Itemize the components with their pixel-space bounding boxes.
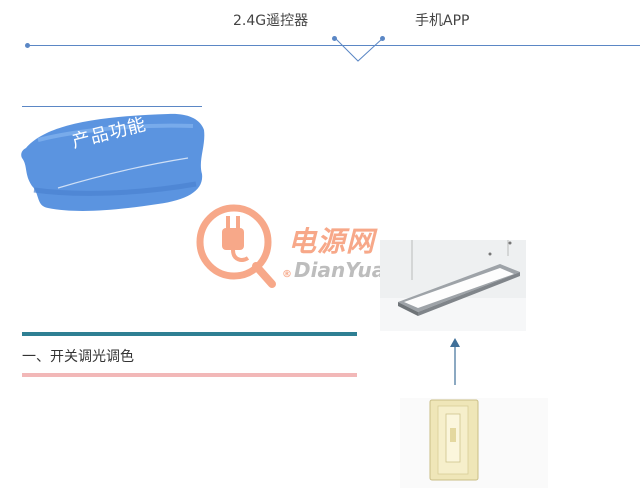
arrow-up-icon [450,338,460,385]
timeline-line [28,45,640,46]
timeline-dot-start [25,43,30,48]
timeline-label-remote: 2.4G遥控器 [233,13,309,29]
plug-logo-icon [196,204,276,288]
section-top-bar [22,332,357,336]
timeline-dot-remote [332,36,337,41]
dimmer-switch-image [400,398,548,488]
ceiling-panel-light-icon [380,240,526,331]
timeline-pointer-icon [334,37,384,62]
dimmer-switch-icon [429,399,479,481]
section-bottom-bar [22,373,357,377]
ceiling-light-image [380,240,526,331]
registered-mark: ® [282,269,292,280]
section-title: 一、开关调光调色 [22,349,134,365]
banner-top-line [22,106,202,107]
brush-stroke-icon [21,113,205,211]
watermark-cn-text: 电源网 [288,225,376,258]
timeline-label-app: 手机APP [415,13,470,29]
